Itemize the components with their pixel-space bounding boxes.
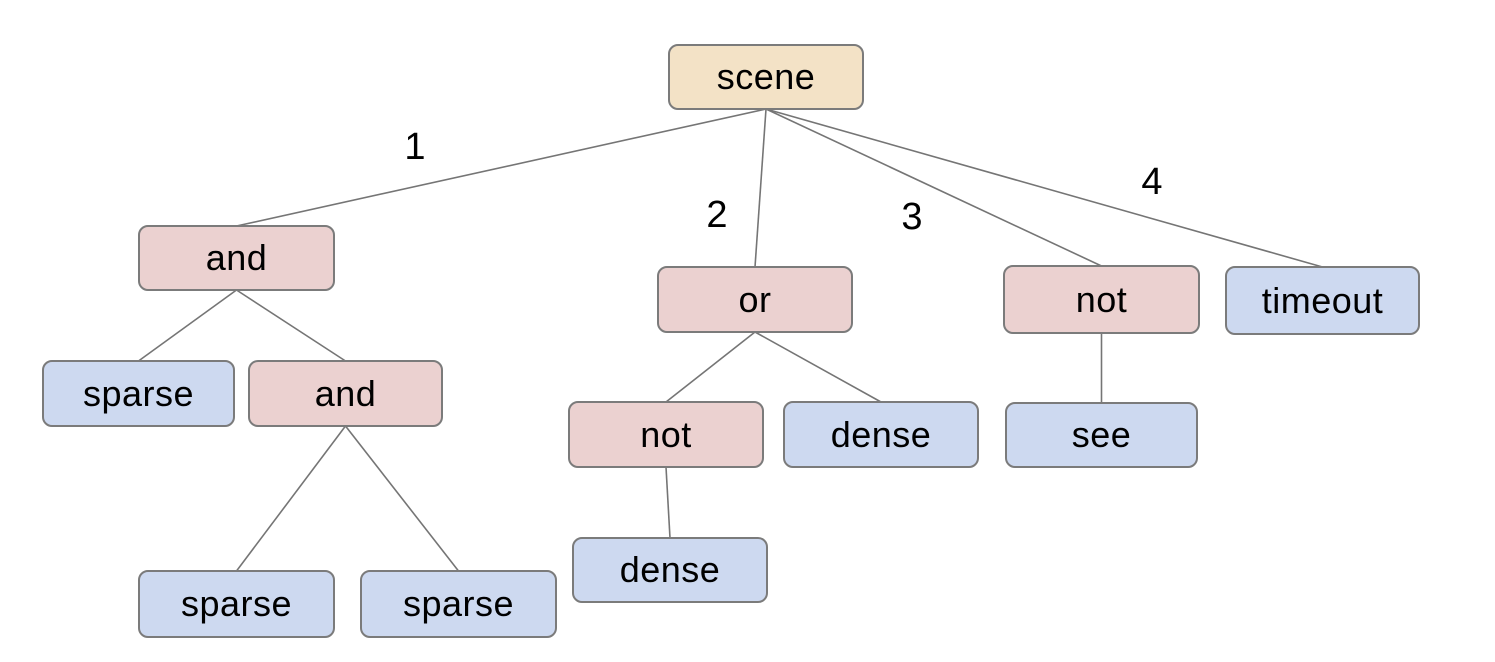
node-label-sparse2: sparse xyxy=(180,583,293,624)
node-and1: and xyxy=(138,225,335,291)
node-label-dense1: dense xyxy=(830,413,932,455)
node-timeout: timeout xyxy=(1225,266,1420,335)
node-dense1: dense xyxy=(783,401,979,468)
node-label-sparse3: sparse xyxy=(402,583,515,624)
node-or1: or xyxy=(657,266,853,333)
node-label-and1: and xyxy=(205,237,268,278)
edge-order-label-2: 2 xyxy=(706,194,728,236)
node-label-or1: or xyxy=(738,278,772,320)
node-label-not2: not xyxy=(640,413,692,455)
edge-and2-sparse2 xyxy=(235,425,347,572)
node-scene: scene xyxy=(668,44,864,110)
edge-order-label-1: 1 xyxy=(404,126,426,168)
node-not2: not xyxy=(568,401,764,468)
node-and2: and xyxy=(248,360,443,427)
edge-order-label-4: 4 xyxy=(1141,161,1163,203)
node-not1: not xyxy=(1003,265,1200,334)
edge-order-label-3: 3 xyxy=(901,196,923,238)
edge-scene-and1 xyxy=(236,108,767,227)
node-label-sparse1: sparse xyxy=(82,372,195,414)
node-label-and2: and xyxy=(314,372,377,414)
node-dense2: dense xyxy=(572,537,768,603)
edge-scene-or1 xyxy=(754,108,767,268)
edge-scene-not1 xyxy=(765,108,1102,267)
node-sparse1: sparse xyxy=(42,360,235,427)
node-label-scene: scene xyxy=(716,56,816,97)
edge-and1-and2 xyxy=(236,289,346,362)
node-label-not1: not xyxy=(1075,278,1128,320)
edge-scene-timeout xyxy=(765,108,1323,268)
node-sparse3: sparse xyxy=(360,570,557,638)
node-label-timeout: timeout xyxy=(1261,279,1384,321)
edge-not2-dense2 xyxy=(665,466,671,539)
edge-or1-not2 xyxy=(665,331,756,403)
node-sparse2: sparse xyxy=(138,570,335,638)
node-see: see xyxy=(1005,402,1198,468)
node-label-see: see xyxy=(1071,414,1132,455)
edge-and1-sparse1 xyxy=(138,289,237,362)
edge-and2-sparse3 xyxy=(344,425,460,572)
edge-or1-dense1 xyxy=(754,331,882,403)
node-label-dense2: dense xyxy=(619,549,721,590)
